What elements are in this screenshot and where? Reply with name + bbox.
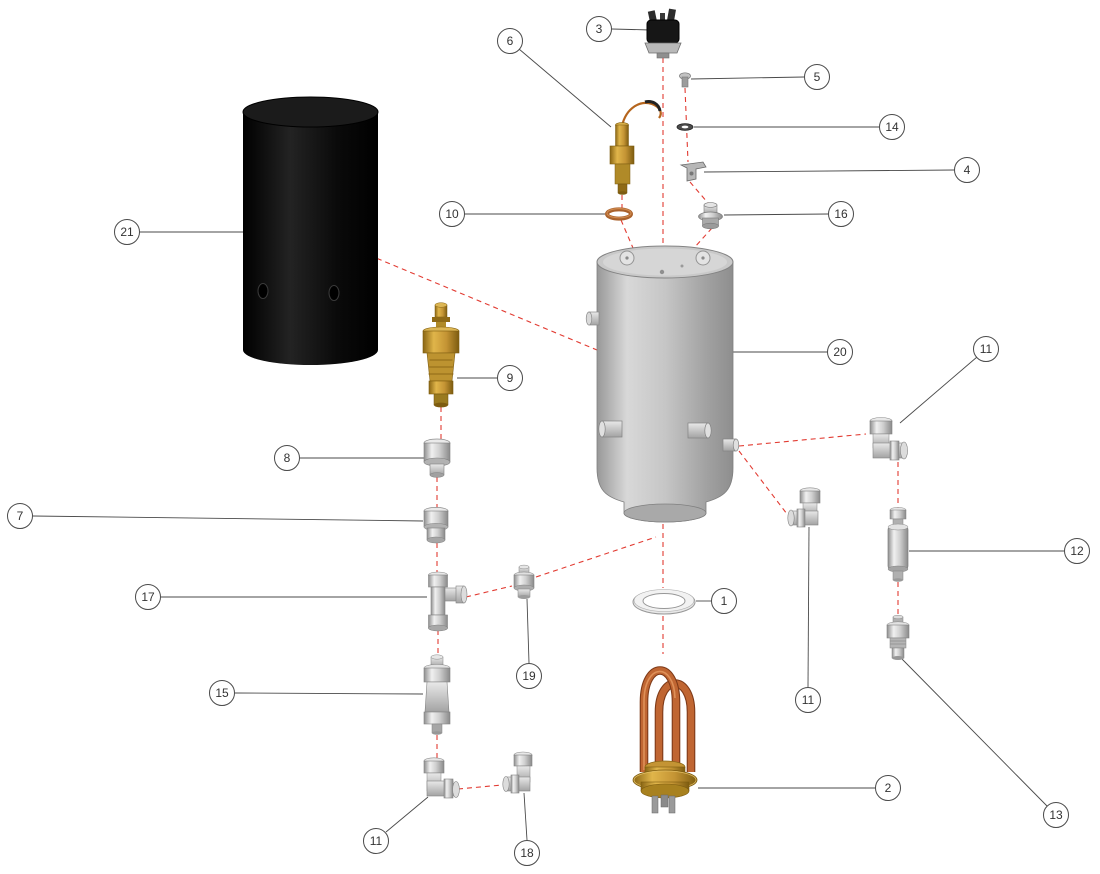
- callout-label: 17: [141, 590, 155, 604]
- part-bracket: [679, 161, 707, 182]
- callout-label: 11: [801, 693, 815, 707]
- part-reducer-fitting: [423, 507, 449, 544]
- part-boiler-tank: [585, 245, 740, 523]
- part-probe-gasket: [605, 207, 633, 221]
- part-elbow-fitting-18: [502, 751, 533, 794]
- callout-label: 16: [834, 207, 848, 221]
- callout-17: 17: [135, 584, 161, 610]
- part-elbow-fitting-mid: [787, 487, 821, 528]
- callout-9: 9: [497, 365, 523, 391]
- part-nipple-fitting: [513, 564, 535, 599]
- callout-8: 8: [274, 445, 300, 471]
- part-check-valve: [423, 654, 451, 735]
- callout-label: 11: [369, 834, 383, 848]
- callout-20: 20: [827, 339, 853, 365]
- callout-label: 19: [522, 669, 536, 683]
- callout-7: 7: [7, 503, 33, 529]
- part-tee-fitting: [428, 571, 468, 632]
- callout-14: 14: [879, 114, 905, 140]
- part-elbow-fitting-bottom: [423, 757, 460, 799]
- callout-11-mid: 11: [795, 687, 821, 713]
- callout-label: 12: [1070, 544, 1084, 558]
- callout-21: 21: [114, 219, 140, 245]
- callout-label: 20: [833, 345, 847, 359]
- part-insulation-sleeve: [242, 96, 379, 365]
- part-screw: [679, 72, 691, 88]
- callout-label: 1: [720, 594, 728, 608]
- part-element-gasket: [632, 589, 696, 615]
- callout-label: 11: [979, 342, 993, 356]
- part-safety-valve: [422, 302, 460, 408]
- callout-1: 1: [711, 588, 737, 614]
- callout-label: 10: [445, 207, 459, 221]
- leader-lines: [32, 28, 1064, 841]
- callout-label: 14: [885, 120, 899, 134]
- callout-label: 2: [884, 781, 892, 795]
- callout-6: 6: [497, 28, 523, 54]
- callout-label: 9: [506, 371, 514, 385]
- callout-16: 16: [828, 201, 854, 227]
- callout-11-bottom: 11: [363, 828, 389, 854]
- callout-label: 13: [1049, 808, 1063, 822]
- callout-2: 2: [875, 775, 901, 801]
- callout-11-right: 11: [973, 336, 999, 362]
- part-elbow-fitting-right: [869, 417, 908, 461]
- callout-label: 3: [595, 22, 603, 36]
- part-heating-element: [632, 666, 698, 814]
- part-connector-fitting: [886, 614, 910, 660]
- callout-label: 6: [506, 34, 514, 48]
- part-temperature-probe: [609, 100, 662, 195]
- callout-12: 12: [1064, 538, 1090, 564]
- callout-5: 5: [804, 64, 830, 90]
- callout-label: 15: [215, 686, 229, 700]
- callout-18: 18: [514, 840, 540, 866]
- callout-10: 10: [439, 201, 465, 227]
- part-washer: [676, 123, 694, 131]
- part-thermostat: [644, 8, 682, 59]
- callout-13: 13: [1043, 802, 1069, 828]
- callout-15: 15: [209, 680, 235, 706]
- callout-label: 21: [120, 225, 134, 239]
- callout-label: 8: [283, 451, 291, 465]
- callout-label: 4: [963, 163, 971, 177]
- part-union-nut: [423, 438, 451, 478]
- callout-4: 4: [954, 157, 980, 183]
- callout-label: 18: [520, 846, 534, 860]
- part-pipe-coupler: [887, 507, 909, 582]
- part-vacuum-breaker: [698, 202, 723, 230]
- assembly-axis-lines: [351, 58, 899, 790]
- callout-19: 19: [516, 663, 542, 689]
- callout-label: 5: [813, 70, 821, 84]
- callout-label: 7: [16, 509, 24, 523]
- callout-3: 3: [586, 16, 612, 42]
